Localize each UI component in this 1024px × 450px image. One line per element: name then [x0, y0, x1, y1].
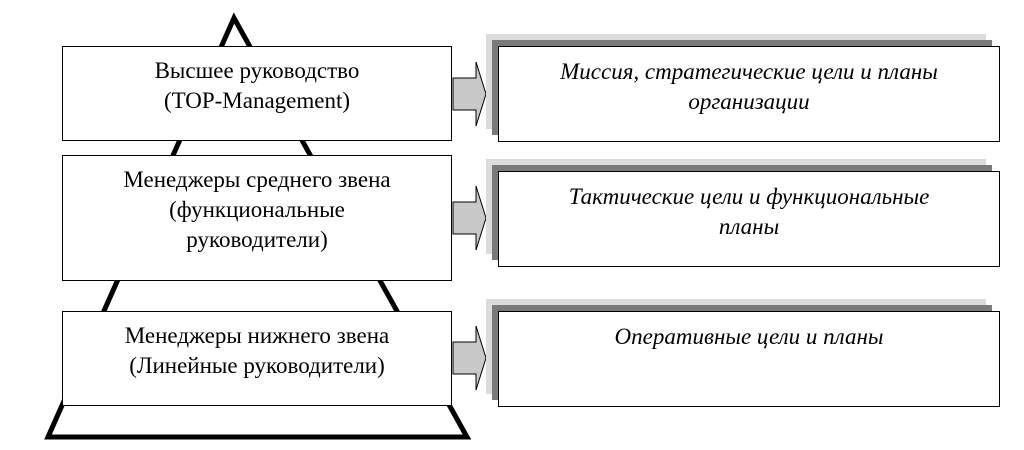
arrow-icon	[452, 61, 487, 127]
goal-box: Тактические цели и функциональные планы	[498, 171, 1000, 267]
goal-label-line: организации	[688, 89, 810, 114]
level-label-line: Менеджеры среднего звена	[123, 167, 391, 192]
goal-label-line: Миссия, стратегические цели и планы	[560, 59, 938, 84]
goal-box: Миссия, стратегические цели и планы орга…	[498, 46, 1000, 142]
level-label-line: (Линейные руководители)	[129, 353, 385, 378]
goal-label-line: Оперативные цели и планы	[614, 324, 884, 349]
goal-label-line: планы	[718, 214, 780, 239]
level-label-line: Менеджеры нижнего звена	[124, 323, 390, 348]
goal-card-bottom: Оперативные цели и планы	[486, 299, 1000, 407]
goal-box: Оперативные цели и планы	[498, 311, 1000, 407]
level-label-line: (TOP-Management)	[163, 88, 351, 113]
level-label-line: руководители)	[186, 227, 328, 252]
goal-label-line: Тактические цели и функциональные	[568, 184, 930, 209]
goal-card-middle: Тактические цели и функциональные планы	[486, 159, 1000, 267]
level-label-line: (функциональные	[169, 197, 345, 222]
arrow-icon	[452, 185, 487, 251]
level-box-middle: Менеджеры среднего звена (функциональные…	[62, 155, 452, 281]
level-box-top: Высшее руководство (TOP-Management)	[62, 46, 452, 141]
goal-card-top: Миссия, стратегические цели и планы орга…	[486, 34, 1000, 142]
level-box-bottom: Менеджеры нижнего звена (Линейные руково…	[62, 311, 452, 406]
arrow-icon	[452, 325, 487, 391]
level-label-line: Высшее руководство	[154, 58, 360, 83]
